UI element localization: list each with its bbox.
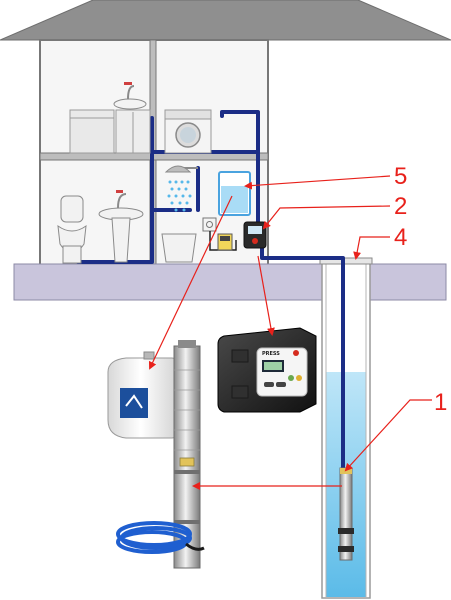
shower-water-drops [167,180,192,212]
electrical-socket [202,217,217,232]
upper-sink-basin [113,98,147,110]
pump-controller-device: PRESS [217,327,317,413]
shower-head [164,165,192,173]
upper-sink-tap [124,82,132,85]
house-expansion-vessel [218,171,251,216]
pump-cable-coil [116,521,205,554]
well-submersible-pump [338,467,354,561]
callout-5: 5 [394,163,407,190]
callout-2: 2 [394,193,407,220]
callout-1: 1 [434,389,447,416]
callout-leader-lines [148,175,432,490]
well-cap [319,257,373,265]
pedestal-sink [98,190,144,263]
house-roof [0,0,451,41]
house-pressure-controller [243,221,267,249]
bathroom-cabinet [69,109,115,154]
water-pipes [76,110,345,472]
toilet [57,195,87,264]
bath-tub [161,233,197,263]
brand-label: PRESS [262,351,280,357]
ground-surface [13,263,447,301]
callout-4: 4 [394,224,407,251]
